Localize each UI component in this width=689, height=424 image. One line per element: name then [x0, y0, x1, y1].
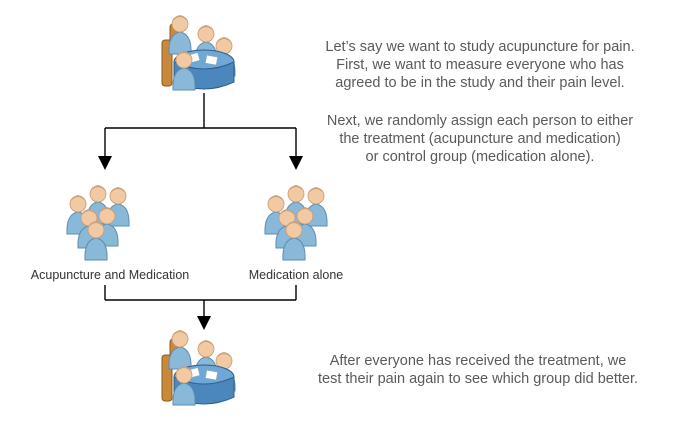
people-group-icon [265, 185, 327, 260]
intro-line: Let’s say we want to study acupuncture f… [325, 39, 635, 55]
intro-line: First, we want to measure everyone who h… [336, 57, 624, 73]
control-group-label: Medication alone [248, 268, 344, 282]
intro-line: agreed to be in the study and their pain… [335, 75, 625, 91]
treatment-group-label: Acupuncture and Medication [30, 268, 190, 282]
meeting-table-icon [162, 15, 235, 90]
arrow-to-treatment [98, 156, 112, 170]
outcome-text: After everyone has received the treatmen… [270, 352, 686, 388]
intro-text: Let’s say we want to study acupuncture f… [270, 38, 689, 92]
arrow-to-control [289, 156, 303, 170]
assignment-text: Next, we randomly assign each person to … [270, 112, 689, 166]
outcome-line: After everyone has received the treatmen… [329, 353, 627, 369]
assignment-line: or control group (medication alone). [365, 149, 595, 165]
merge-connector [104, 285, 297, 318]
meeting-table-icon [162, 330, 235, 405]
split-connector [104, 93, 297, 158]
assignment-line: Next, we randomly assign each person to … [326, 113, 634, 129]
arrow-to-outcome [197, 316, 211, 330]
people-group-icon [67, 185, 129, 260]
outcome-line: test their pain again to see which group… [317, 371, 638, 387]
assignment-line: the treatment (acupuncture and medicatio… [339, 131, 621, 147]
